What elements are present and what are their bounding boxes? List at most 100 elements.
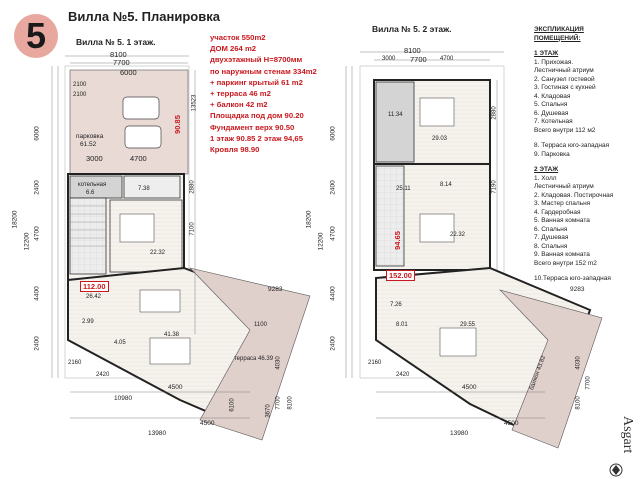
dim-label: 13523 bbox=[191, 94, 198, 112]
balcony-area bbox=[499, 289, 603, 449]
legend-item: 4. Гардеробная bbox=[534, 208, 581, 216]
legend-title: ЭКСПЛИКАЦИЯ bbox=[534, 26, 584, 33]
spec-line: ДОМ 264 m2 bbox=[210, 44, 257, 54]
legend-item: 9. Ванная комната bbox=[534, 251, 590, 258]
legend-item: 3. Мастер спальня bbox=[534, 200, 591, 207]
spec-line: участок 550m2 bbox=[210, 33, 266, 42]
room-area: 41.38 bbox=[164, 332, 180, 338]
dim-label: 2100 bbox=[73, 92, 87, 98]
legend-subtitle: ПОМЕЩЕНИЙ: bbox=[534, 34, 581, 42]
spec-line: + паркинг крытый 61 m2 bbox=[210, 77, 303, 87]
dim-label: 8100 bbox=[404, 46, 421, 55]
terrace-label: терраса 46.39 bbox=[234, 356, 274, 362]
sofa-icon bbox=[149, 337, 191, 365]
dim-label: 7700 bbox=[113, 58, 130, 67]
spec-line: Площадка под дом 90.20 bbox=[210, 111, 304, 121]
dim-label: 2400 bbox=[33, 336, 41, 351]
parking-area-value: 61.52 bbox=[80, 141, 97, 148]
legend-item: 2. Санузел гостевой bbox=[534, 75, 595, 83]
dim-label: 3000 bbox=[382, 56, 396, 62]
staircase bbox=[69, 197, 107, 275]
dim-label: 3670 bbox=[265, 404, 272, 418]
room-area: 8.14 bbox=[440, 182, 452, 188]
floor-1-plan bbox=[51, 55, 311, 441]
legend-floor1-head: 1 ЭТАЖ bbox=[534, 50, 559, 57]
dim-label: 2420 bbox=[96, 372, 110, 378]
room-area: 4.05 bbox=[114, 340, 126, 346]
dim-label: 4400 bbox=[33, 286, 41, 301]
room-area: 26.42 bbox=[86, 294, 102, 300]
dim-label: 4500 bbox=[504, 420, 519, 427]
legend-item: 10.Терраса юго-западная bbox=[534, 275, 611, 282]
dim-label: 4500 bbox=[200, 420, 215, 427]
legend-item: 4. Кладовая bbox=[534, 92, 571, 100]
legend-item: 5. Ванная комната bbox=[534, 217, 590, 224]
dim-label: 6000 bbox=[120, 68, 137, 77]
dim-label: 7700 bbox=[410, 55, 427, 64]
dim-label: 2160 bbox=[368, 360, 382, 366]
asgart-logo: Asgart bbox=[596, 412, 636, 478]
floor-2-label: Вилла № 5. 2 этаж. bbox=[372, 24, 452, 34]
table-icon bbox=[139, 289, 181, 313]
spec-line: 1 этаж 90.85 2 этаж 94,65 bbox=[210, 133, 303, 143]
dim-label: 6000 bbox=[33, 126, 41, 141]
dim-label: 4700 bbox=[33, 226, 41, 241]
floor-1-label: Вилла № 5. 1 этаж. bbox=[76, 37, 156, 47]
dim-label: 12200 bbox=[317, 232, 325, 251]
legend-item: Всего внутри 152 m2 bbox=[534, 259, 597, 267]
dim-label: 2400 bbox=[329, 180, 337, 195]
room-area: 22.32 bbox=[450, 232, 466, 238]
dim-label: 8100 bbox=[110, 50, 127, 59]
floor1-total-area: 112.00 bbox=[80, 281, 109, 292]
room-area: 8.01 bbox=[396, 322, 408, 328]
dim-label: 9283 bbox=[570, 286, 585, 293]
parking-area bbox=[69, 69, 189, 175]
spec-line: + терраса 46 m2 bbox=[210, 89, 271, 99]
dim-label: 2880 bbox=[189, 180, 196, 194]
legend-item: 2. Кладовая. Постирочная bbox=[534, 191, 614, 199]
legend-floor2-head: 2 ЭТАЖ bbox=[534, 166, 559, 173]
bed-icon bbox=[419, 213, 455, 243]
room-area: 11.34 bbox=[388, 112, 403, 118]
room-area: 25.11 bbox=[396, 186, 411, 192]
legend-item: 3. Гостиная с кухней bbox=[534, 84, 596, 91]
bed-icon bbox=[419, 97, 455, 127]
spec-line: по наружным стенам 334m2 bbox=[210, 66, 317, 76]
dim-label: 2420 bbox=[396, 372, 410, 378]
legend-item: 7. Душевая bbox=[534, 234, 569, 241]
dim-label: 7190 bbox=[491, 180, 498, 194]
dim-label: 13980 bbox=[450, 430, 469, 437]
explication-legend: ЭКСПЛИКАЦИЯ ПОМЕЩЕНИЙ: 1 ЭТАЖ 1. Прихожа… bbox=[534, 26, 638, 284]
room-area: 7.26 bbox=[390, 302, 402, 308]
car-icon bbox=[122, 96, 160, 120]
car-icon bbox=[124, 125, 162, 149]
dim-label: 4500 bbox=[462, 384, 477, 391]
dim-label: 10980 bbox=[114, 395, 133, 402]
dim-label: 7700 bbox=[275, 396, 282, 410]
room-area: 22.32 bbox=[150, 250, 166, 256]
dim-label: 3000 bbox=[86, 154, 103, 163]
dim-label: 4030 bbox=[575, 356, 582, 370]
level-mark-floor1: 90.85 bbox=[172, 115, 182, 134]
legend-item: 8. Терраса юго-западная bbox=[534, 142, 610, 149]
page-title: Вилла №5. Планировка bbox=[68, 9, 220, 24]
parking-label: парковка bbox=[76, 133, 104, 140]
dim-label: 8100 bbox=[287, 396, 294, 410]
room-area: 29.03 bbox=[432, 136, 448, 142]
legend-item: 1. Прихожая. bbox=[534, 58, 574, 66]
floor-2-plan bbox=[345, 51, 603, 449]
dim-label: 2880 bbox=[491, 106, 498, 120]
terrace-area bbox=[189, 267, 311, 441]
legend-item: 8. Спальня bbox=[534, 242, 568, 250]
room-area: 29.55 bbox=[460, 322, 476, 328]
dim-label: 4030 bbox=[275, 356, 282, 370]
dim-label: 8100 bbox=[575, 396, 582, 410]
dim-label: 13980 bbox=[148, 430, 167, 437]
legend-item: Лестничный атриум bbox=[534, 183, 594, 190]
dim-label: 9283 bbox=[268, 286, 283, 293]
bed-icon bbox=[119, 213, 155, 243]
